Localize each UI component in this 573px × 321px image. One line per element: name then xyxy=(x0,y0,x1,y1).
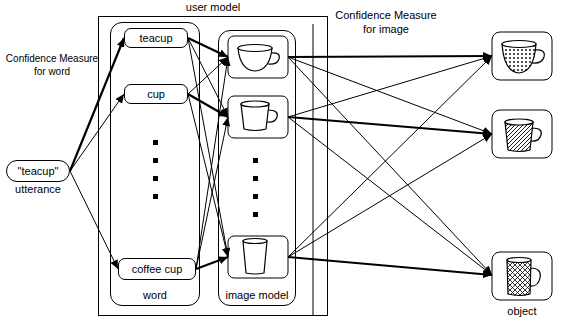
ellipsis-dots xyxy=(253,158,258,163)
node-text: word xyxy=(143,289,167,302)
image-box xyxy=(228,96,288,138)
word-box: coffee cup xyxy=(118,258,196,280)
ellipsis-dots xyxy=(153,194,158,199)
image-box xyxy=(228,236,288,278)
measure-label: Confidence Measure for image xyxy=(330,8,442,36)
confidence-arrow xyxy=(196,257,228,269)
object-cup xyxy=(507,260,531,296)
cup-image xyxy=(241,101,269,107)
node-text: teacup xyxy=(139,32,172,45)
image-box xyxy=(228,36,288,278)
object-cup xyxy=(505,119,533,125)
object-box xyxy=(492,32,552,300)
confidence-arrow xyxy=(288,56,492,257)
object-cup xyxy=(507,258,531,263)
confidence-arrow xyxy=(188,38,492,275)
ellipsis-dots xyxy=(253,176,258,181)
cup-image xyxy=(243,241,267,274)
confidence-arrow xyxy=(188,94,228,257)
text-holder: user model xyxy=(186,1,240,14)
ellipsis-dots xyxy=(153,140,158,145)
object-cup xyxy=(502,44,536,73)
cup-image xyxy=(268,53,279,64)
cup-image xyxy=(243,239,267,244)
node-text: "teacup" xyxy=(18,165,59,178)
object-box xyxy=(492,252,552,300)
confidence-arrow xyxy=(288,117,492,275)
cup-image xyxy=(238,45,279,275)
confidence-arrow xyxy=(288,134,492,257)
confidence-arrow xyxy=(188,38,228,57)
label-holder: Confidence Measure for word xyxy=(2,52,102,78)
confidence-arrow xyxy=(288,56,492,57)
confidence-arrow xyxy=(196,57,228,269)
label-holder: Confidence Measure for image xyxy=(330,8,442,36)
confidence-arrow xyxy=(196,117,228,269)
text-holder: image model xyxy=(226,289,289,302)
cup-image xyxy=(238,45,272,52)
node-text: image model xyxy=(226,289,289,302)
word-box: cup xyxy=(124,84,188,104)
confidence-arrow xyxy=(188,38,228,117)
node-text: cup xyxy=(147,88,165,101)
node-text: user model xyxy=(186,1,240,14)
separator-line xyxy=(313,24,314,316)
cup-image xyxy=(241,104,269,131)
object-cup xyxy=(531,128,541,141)
separator-line xyxy=(313,24,314,316)
object-label: object xyxy=(487,304,557,318)
word-box: teacup xyxy=(124,28,188,48)
confidence-arrow xyxy=(288,57,492,134)
model-frame: user modelwordteacupcupcoffee cupimage m… xyxy=(98,16,328,316)
ellipsis-dots xyxy=(153,158,158,163)
object-box xyxy=(492,110,552,158)
object-cup xyxy=(502,41,544,296)
ellipsis-dots xyxy=(253,212,258,217)
confidence-arrow xyxy=(188,57,228,94)
word-column: word teacup cup coffee cup xyxy=(110,22,200,306)
object-cup xyxy=(530,268,540,286)
utterance-pill: "teacup"utterance xyxy=(6,160,70,182)
object-cup xyxy=(532,50,544,63)
ellipsis-dots xyxy=(153,176,158,181)
text-holder: utterance xyxy=(15,183,61,196)
confidence-arrow xyxy=(288,57,492,275)
image-box xyxy=(228,36,288,78)
object-cup xyxy=(505,122,533,152)
cup-image xyxy=(267,110,277,122)
node-text: utterance xyxy=(15,183,61,196)
node-text: coffee cup xyxy=(132,263,183,276)
confidence-arrow xyxy=(288,117,492,134)
object-cup xyxy=(502,41,536,48)
connector-arrow xyxy=(70,94,124,171)
confidence-arrow xyxy=(288,257,492,275)
measure-label: Confidence Measure for word xyxy=(2,52,102,78)
image-column: image model xyxy=(218,30,296,306)
label-holder: object xyxy=(487,304,557,318)
text-holder: word xyxy=(143,289,167,302)
object-box xyxy=(492,32,552,80)
ellipsis-dots xyxy=(253,194,258,199)
